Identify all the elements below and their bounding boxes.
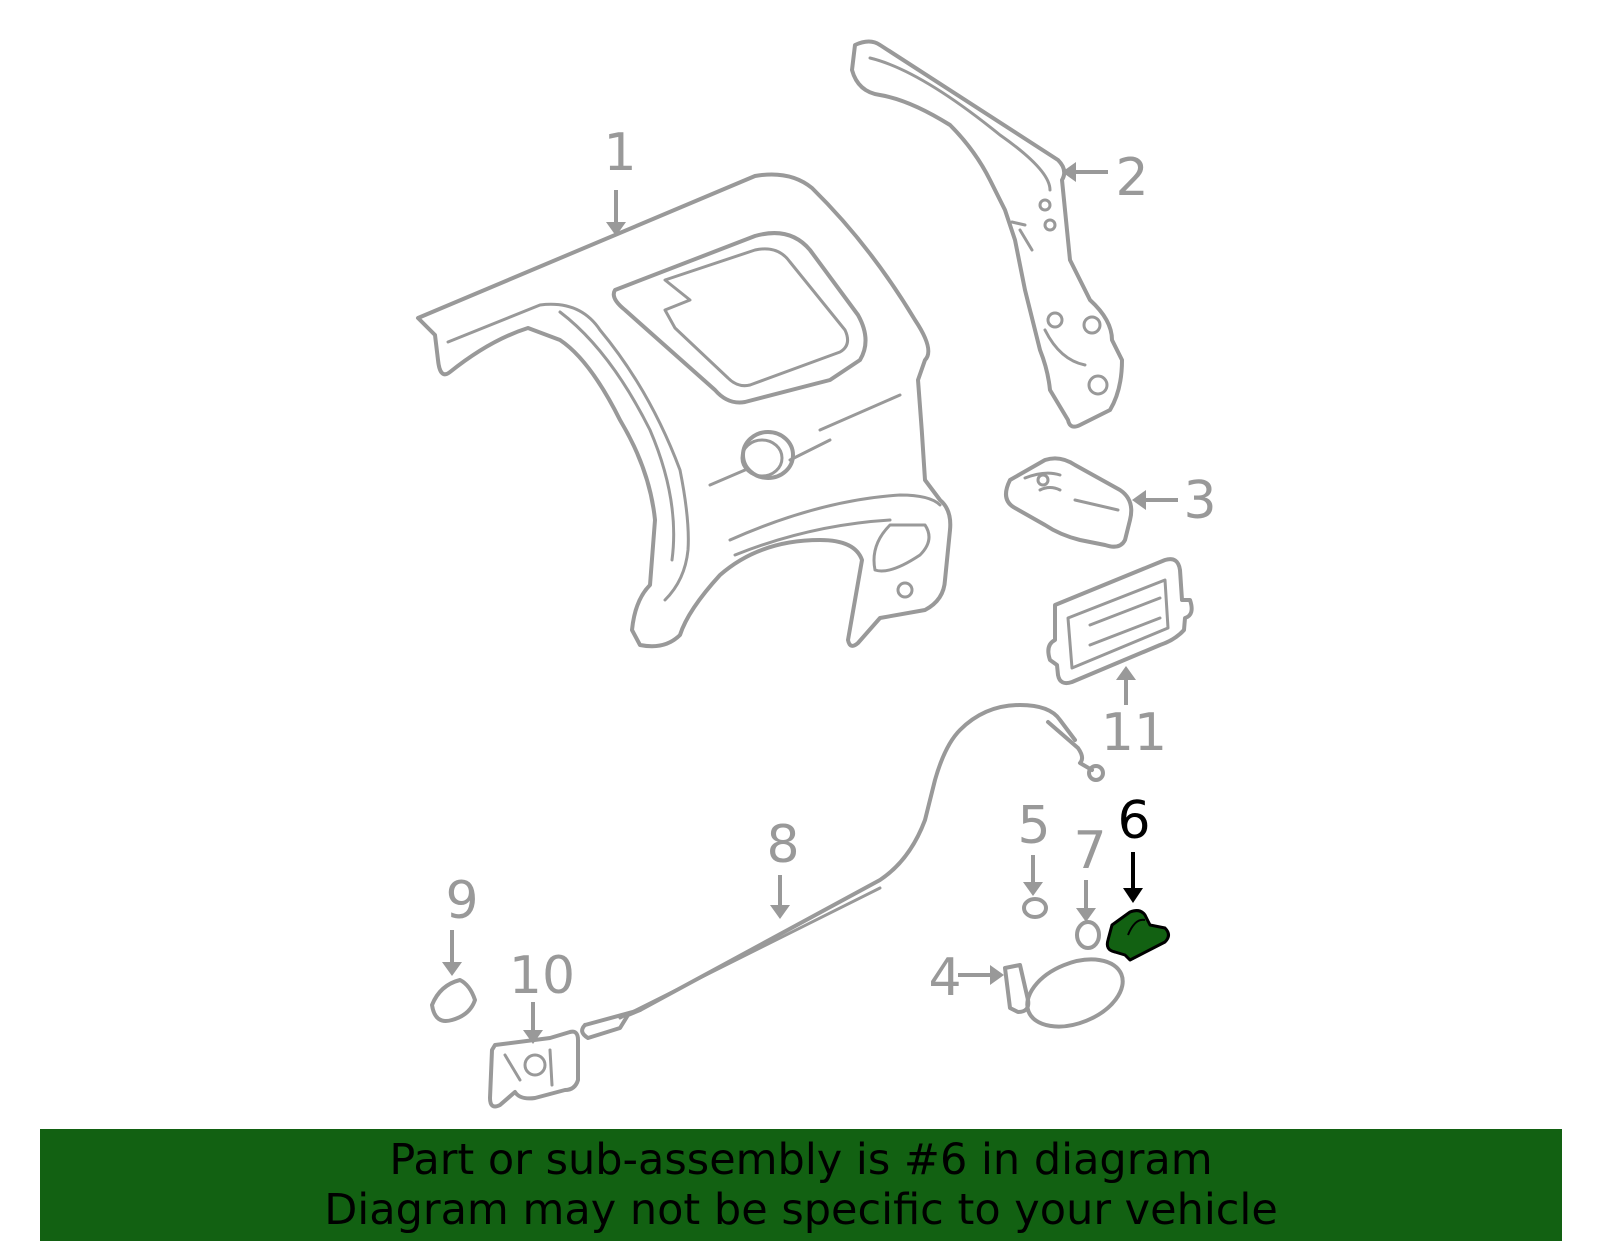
arrowhead-3 <box>1132 490 1146 510</box>
part-8-release-cable[interactable] <box>580 703 1105 1040</box>
callout-11: 11 <box>1101 703 1167 763</box>
callout-4: 4 <box>928 948 961 1008</box>
part-9-cap[interactable] <box>430 978 477 1023</box>
callout-7: 7 <box>1073 821 1106 881</box>
callout-5: 5 <box>1017 796 1050 856</box>
callout-9: 9 <box>445 871 478 931</box>
banner-line-part-number: Part or sub-assembly is #6 in diagram <box>389 1135 1213 1185</box>
arrowhead-10 <box>523 1030 543 1044</box>
arrowhead-4 <box>990 965 1004 985</box>
part-1-quarter-panel[interactable] <box>416 172 953 649</box>
arrowhead-5 <box>1023 882 1043 896</box>
part-5-clip[interactable] <box>1022 897 1048 919</box>
arrowhead-8 <box>770 905 790 919</box>
callout-arrows <box>442 162 1178 1044</box>
arrowhead-11 <box>1116 666 1136 680</box>
callout-8: 8 <box>766 815 799 875</box>
arrowhead-1 <box>606 222 626 236</box>
part-7-bumper[interactable] <box>1075 920 1101 950</box>
callout-3: 3 <box>1183 471 1216 531</box>
part-6-highlighted-bracket[interactable] <box>1105 909 1170 962</box>
callout-10: 10 <box>509 946 575 1006</box>
part-11-filler-housing[interactable] <box>1046 557 1194 686</box>
part-3-bracket[interactable] <box>1004 456 1134 549</box>
arrowhead-7 <box>1076 908 1096 922</box>
callout-labels: 1 2 3 4 5 6 7 8 9 10 11 <box>445 123 1216 1008</box>
arrowhead-2 <box>1062 162 1076 182</box>
arrowhead-6 <box>1123 888 1143 903</box>
banner-line-disclaimer: Diagram may not be specific to your vehi… <box>324 1185 1278 1235</box>
callout-6: 6 <box>1117 791 1150 851</box>
info-banner: Part or sub-assembly is #6 in diagram Di… <box>40 1129 1562 1241</box>
part-10-latch[interactable] <box>488 1029 580 1109</box>
part-2-pillar[interactable] <box>850 39 1124 429</box>
callout-1: 1 <box>603 123 636 183</box>
part-4-fuel-door[interactable] <box>1003 946 1133 1039</box>
callout-2: 2 <box>1115 148 1148 208</box>
arrowhead-9 <box>442 962 462 976</box>
